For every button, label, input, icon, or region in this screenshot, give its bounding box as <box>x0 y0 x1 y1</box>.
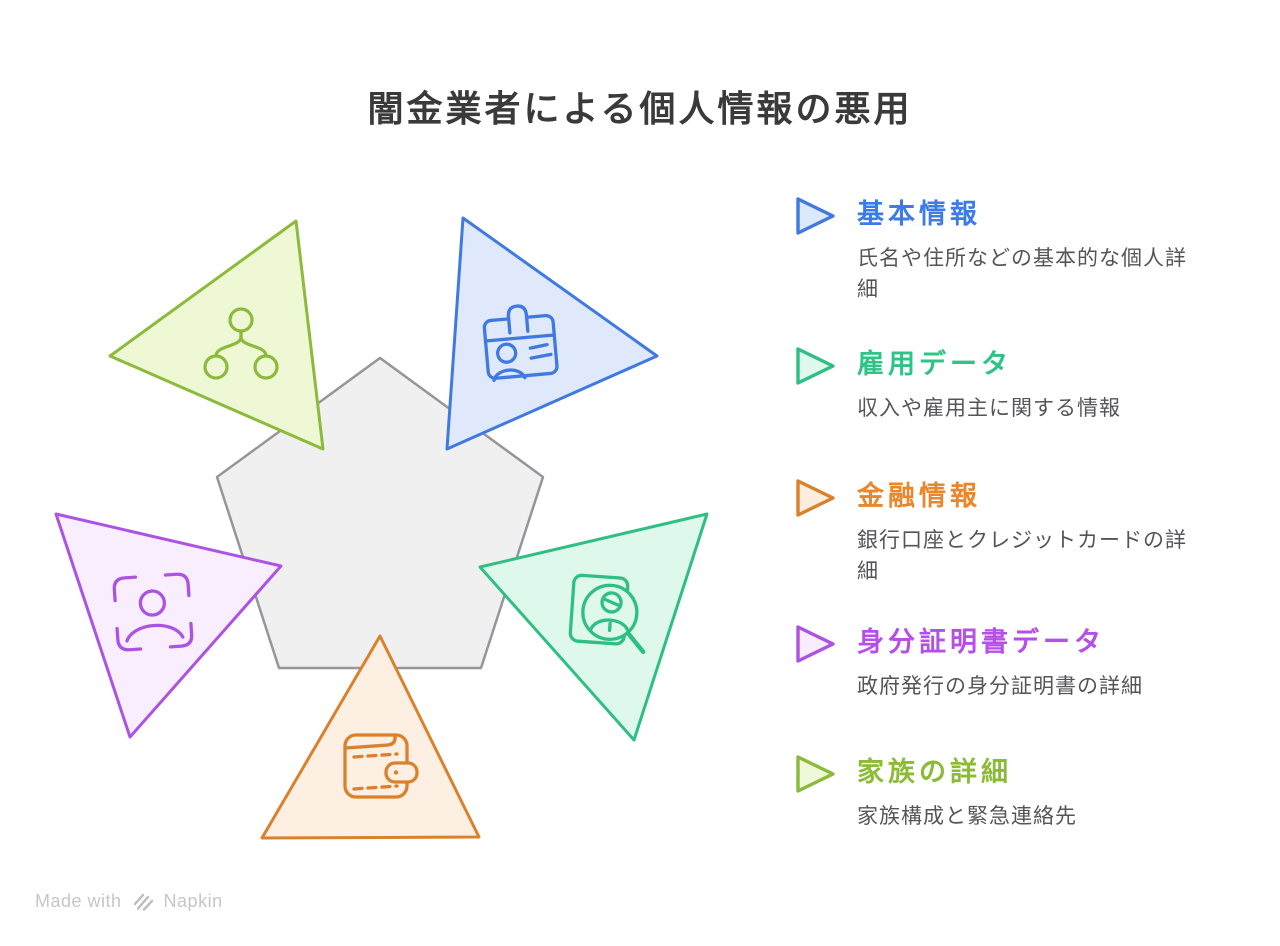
family-tree-icon <box>203 307 279 380</box>
legend-label: 身分証明書データ <box>857 627 1105 657</box>
legend-arrow-icon <box>796 347 835 385</box>
legend-arrow-icon <box>796 755 835 793</box>
segment-identification-data <box>54 512 283 739</box>
legend-label: 雇用データ <box>857 349 1012 379</box>
legend-arrow-icon <box>796 625 835 663</box>
person-document-search-icon <box>568 573 646 655</box>
legend-label: 金融情報 <box>857 481 981 511</box>
id-badge-icon <box>482 304 559 383</box>
legend-label: 家族の詳細 <box>857 757 1012 787</box>
legend-description: 氏名や住所などの基本的な個人詳細 <box>857 247 1187 301</box>
segment-family-details <box>108 219 325 451</box>
legend-description: 家族構成と緊急連絡先 <box>857 805 1077 828</box>
legend-description: 政府発行の身分証明書の詳細 <box>857 675 1143 698</box>
face-scan-icon <box>112 572 194 652</box>
legend-arrow-icon <box>796 197 835 235</box>
legend-description: 収入や雇用主に関する情報 <box>857 397 1121 420</box>
wallet-icon <box>343 733 419 799</box>
segment-employment-data <box>478 512 709 742</box>
segment-basic-info <box>445 216 659 451</box>
made-with-napkin-footer: Made with Napkin <box>35 890 223 912</box>
segment-financial-info <box>260 634 481 840</box>
page-title: 闇金業者による個人情報の悪用 <box>367 88 913 129</box>
made-with-text: Made with <box>35 890 122 911</box>
legend-description: 銀行口座とクレジットカードの詳細 <box>857 529 1187 583</box>
triangle-financial <box>260 634 481 840</box>
legend-label: 基本情報 <box>857 199 981 229</box>
triangle-basic-info <box>445 216 659 451</box>
triangle-family <box>108 219 325 451</box>
napkin-logo-icon <box>133 893 153 911</box>
napkin-brand-text: Napkin <box>163 890 223 911</box>
legend-arrow-icon <box>796 479 835 517</box>
